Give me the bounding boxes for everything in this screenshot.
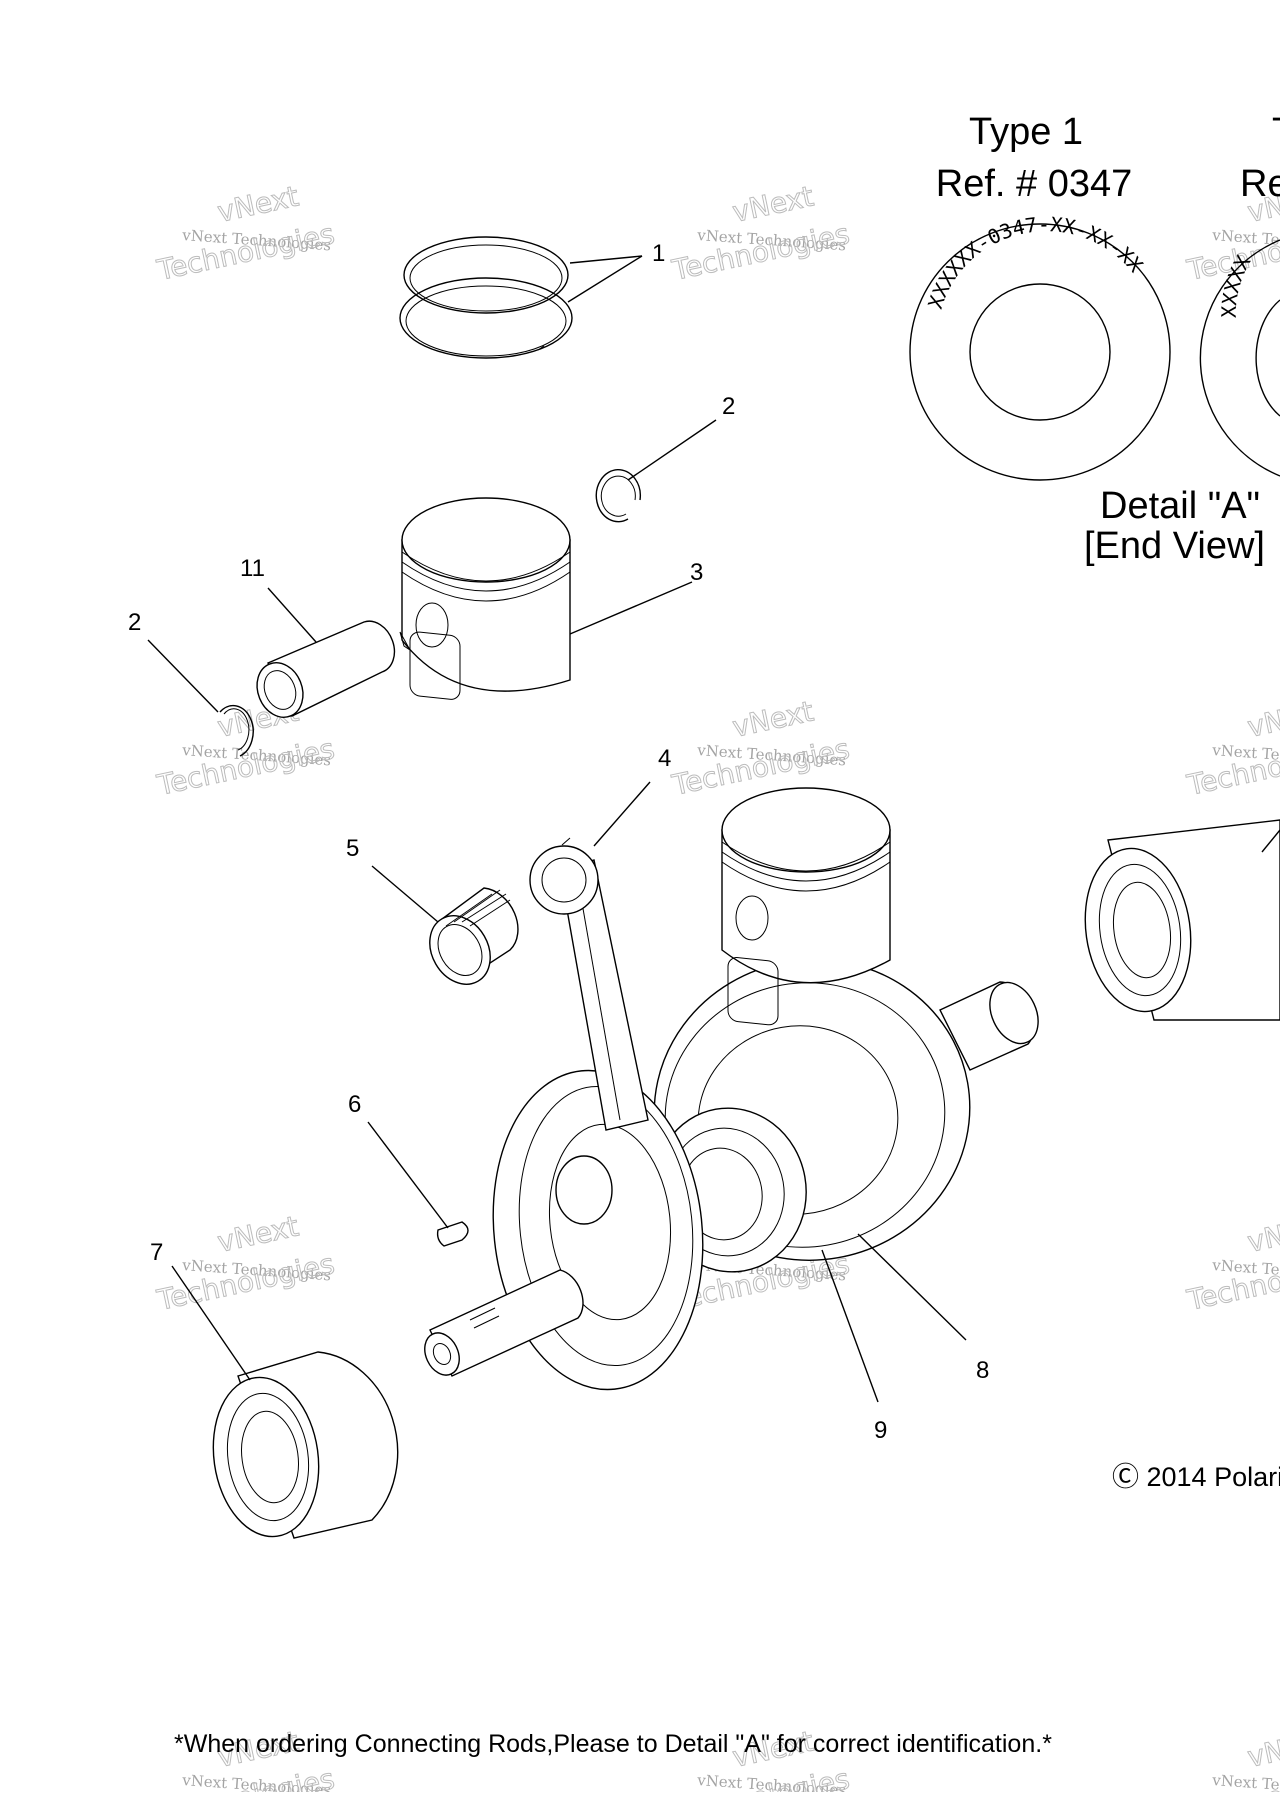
crankshaft-assembly	[424, 787, 1039, 1391]
circlip-upper-part	[595, 468, 642, 523]
callout-9: 9	[874, 1417, 887, 1444]
watermark-vnext: vNext	[730, 180, 817, 229]
main-bearing-right-part	[1084, 819, 1280, 1021]
copyright-text: Ⓒ 2014 Polari	[1112, 1462, 1280, 1492]
circlip-lower-part	[219, 704, 254, 757]
detail-a-sublabel: [End View]	[1084, 525, 1265, 567]
callout-5: 5	[346, 835, 359, 862]
watermark-vnext: vNext	[1245, 1210, 1280, 1259]
main-bearing-left-part	[212, 1351, 399, 1539]
leader-lines	[147, 255, 1280, 1403]
type1-rod-end-view: XXXXXX-0347-XX-XX-XX	[909, 212, 1171, 481]
callout-2-lower: 2	[128, 609, 141, 636]
callouts: 1 2 3 11 2 4 5 6 7 8 9	[128, 240, 989, 1444]
piston-part	[399, 497, 571, 700]
detail-a-label: Detail "A"	[1100, 485, 1260, 527]
callout-3: 3	[690, 559, 703, 586]
type2-title-partial: T	[1272, 111, 1280, 153]
callout-4: 4	[658, 745, 671, 772]
needle-bearing-part	[429, 887, 519, 985]
piston-rings-part	[399, 236, 573, 359]
woodruff-key-part	[436, 1221, 469, 1247]
callout-1: 1	[652, 240, 665, 267]
watermark-tech: Technologies	[154, 217, 338, 287]
watermark-vnext: vNext	[1245, 1725, 1280, 1774]
footer-note: *When ordering Connecting Rods,Please to…	[174, 1730, 1052, 1758]
type1-ref: Ref. # 0347	[936, 163, 1132, 205]
watermark-vnext: vNext	[730, 695, 817, 744]
callout-11: 11	[240, 555, 265, 582]
callout-2-upper: 2	[722, 393, 735, 420]
type1-title: Type 1	[969, 111, 1083, 153]
watermark-vnext: vNext	[1245, 695, 1280, 744]
detail-a-section: Type 1 Ref. # 0347 T Re XXXXXX-0347-XX-X…	[909, 111, 1280, 567]
watermark-tech: Technologies	[669, 217, 853, 287]
callout-8: 8	[976, 1357, 989, 1384]
watermark-vnext: vNext	[215, 180, 302, 229]
callout-6: 6	[348, 1091, 361, 1118]
watermark-vnext: vNext	[215, 1210, 302, 1259]
type2-ref-partial: Re	[1240, 163, 1280, 205]
type1-ring-marking: XXXXXX-0347-XX-XX-XX	[923, 212, 1148, 311]
callout-7: 7	[150, 1239, 163, 1266]
watermark-tech: Technologies	[154, 1247, 338, 1317]
wrist-pin-part	[256, 620, 396, 718]
